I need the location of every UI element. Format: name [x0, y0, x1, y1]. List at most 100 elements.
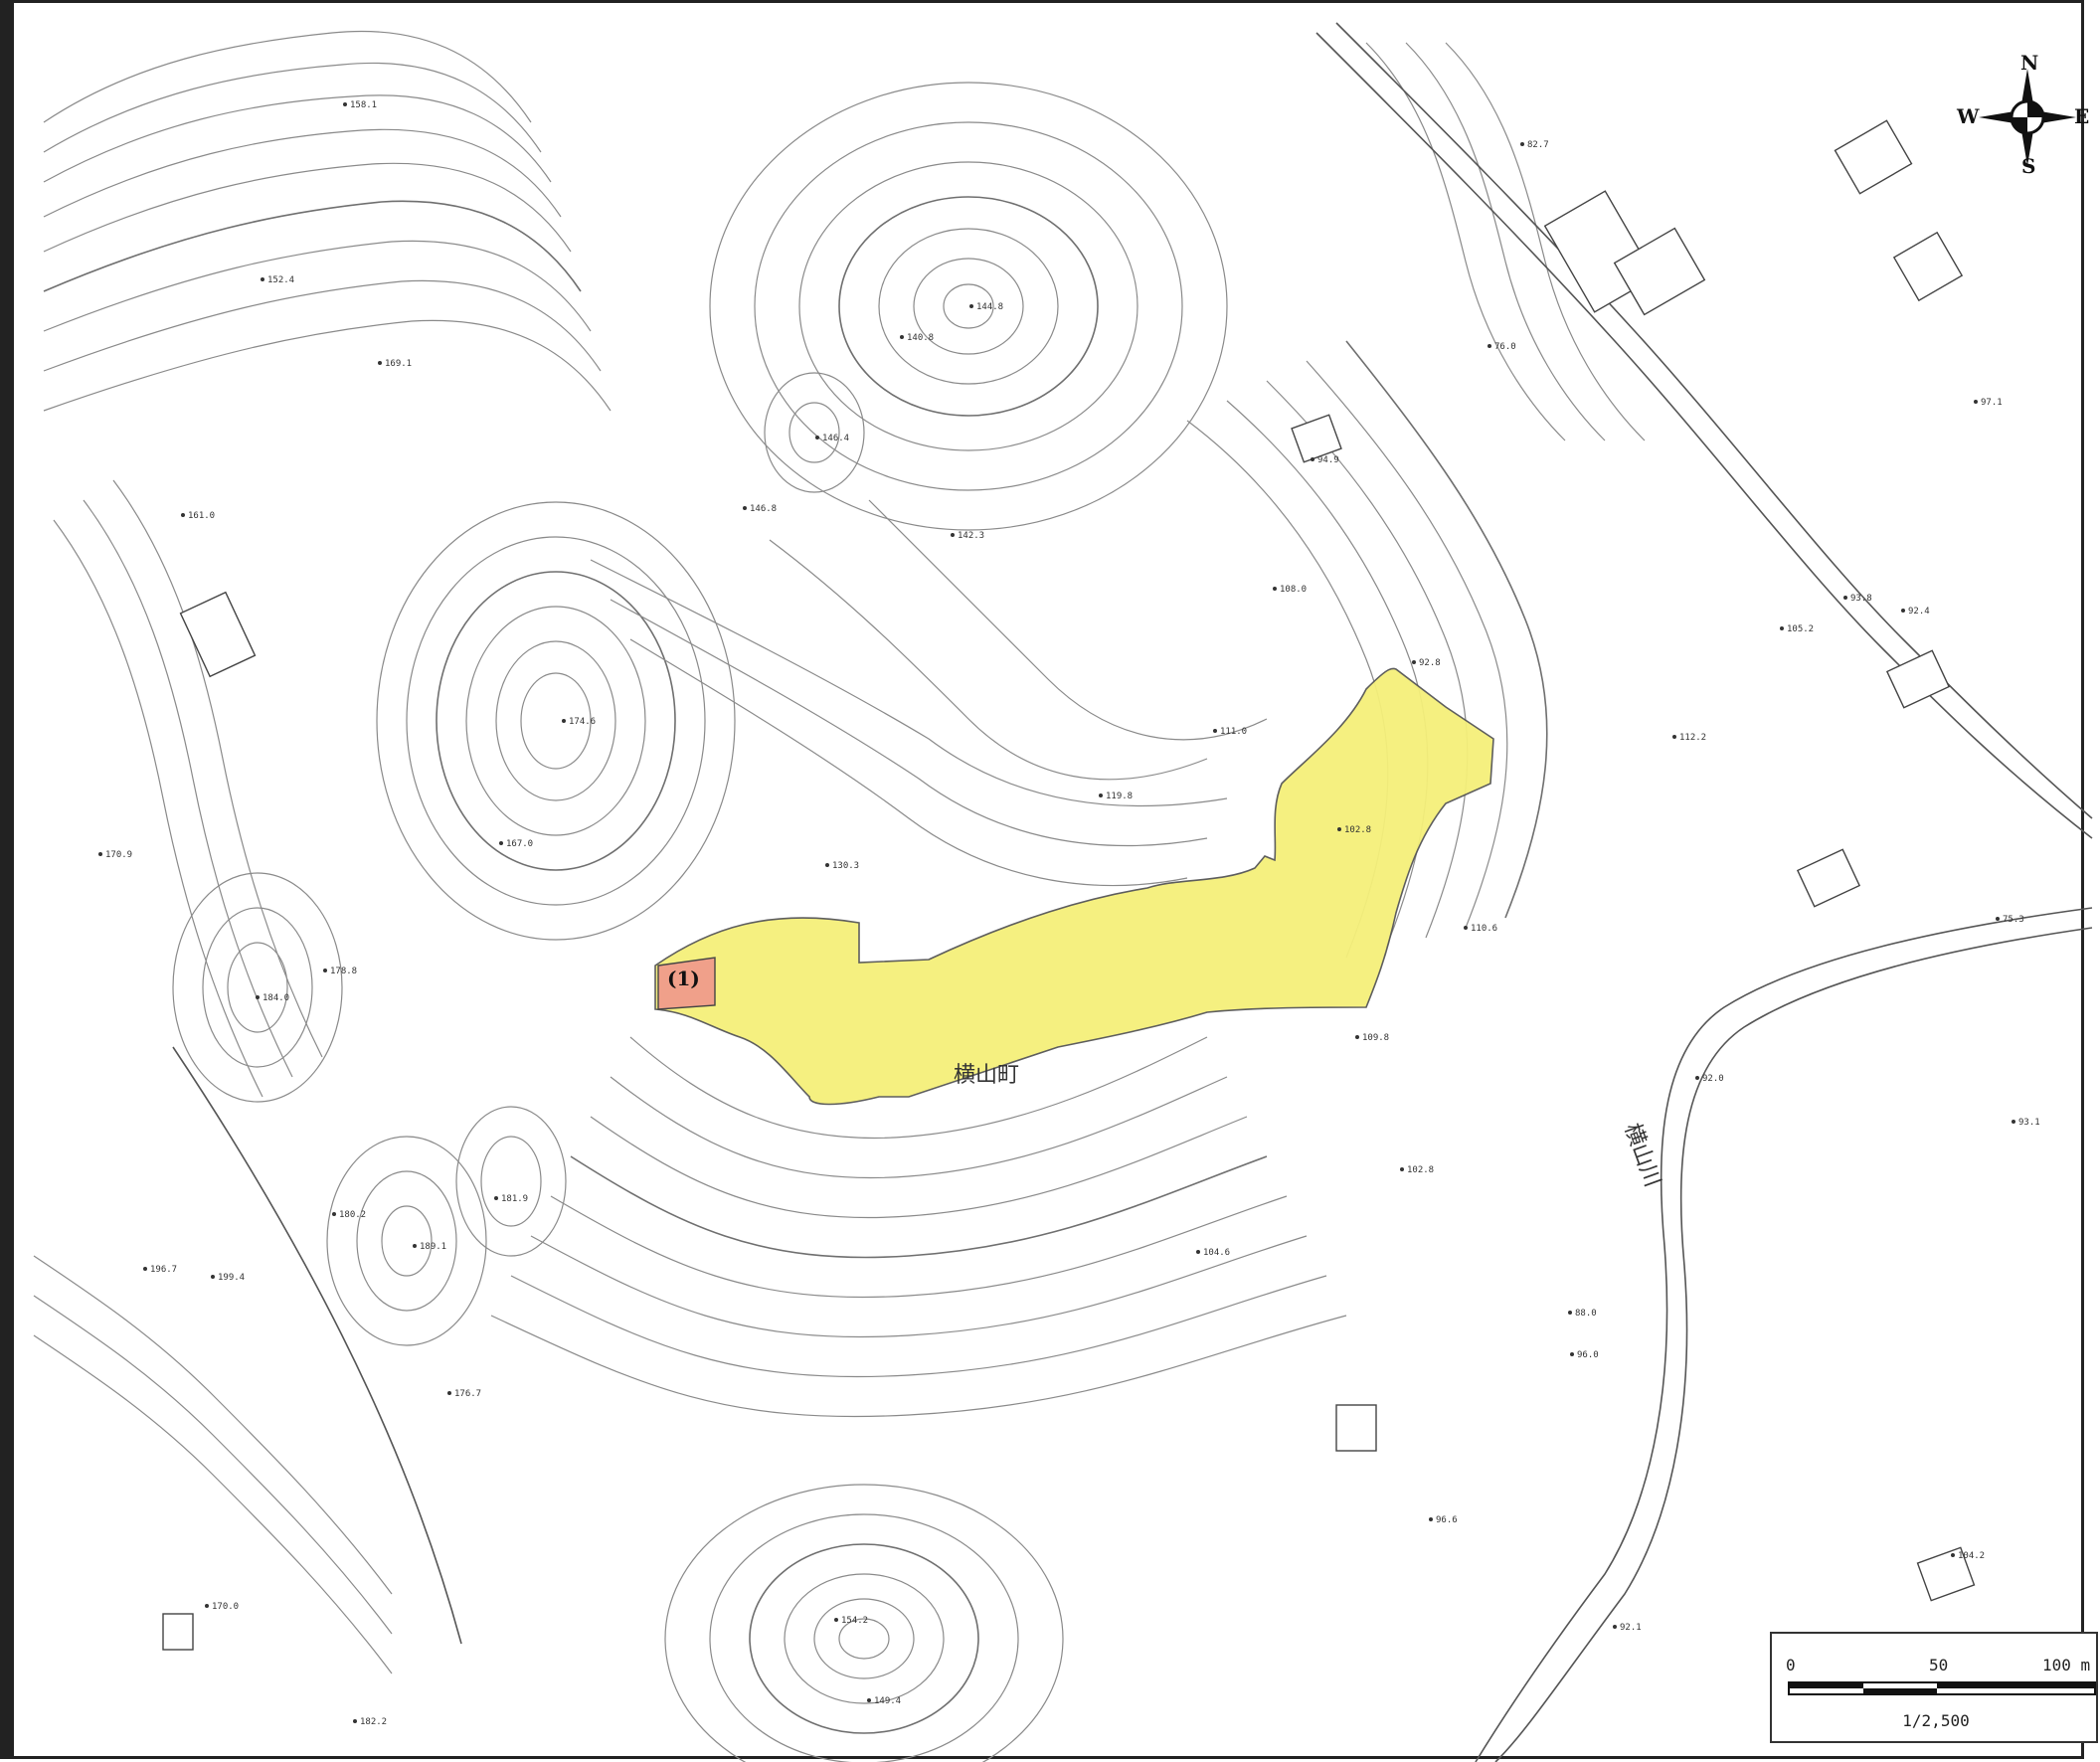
- spot-height-label: 142.3: [958, 531, 984, 541]
- scale-label-0: 0: [1786, 1656, 1796, 1674]
- spot-height-dot: [1780, 626, 1784, 630]
- spot-height-dot: [343, 102, 347, 106]
- spot-height-label: 110.6: [1471, 924, 1497, 934]
- spot-height-dot: [1843, 596, 1847, 600]
- river-name-label: 横山川: [1619, 1121, 1664, 1191]
- spot-height-label: 109.8: [1362, 1033, 1389, 1043]
- spot-height-dot: [98, 852, 102, 856]
- spot-height-label: 140.8: [907, 333, 934, 343]
- spot-height-dot: [969, 304, 973, 308]
- spot-height-label: 75.3: [2003, 915, 2024, 925]
- scale-label-50: 50: [1929, 1656, 1949, 1674]
- spot-height-label: 105.2: [1787, 624, 1814, 634]
- spot-heights: 158.1152.4169.1161.0174.6167.0170.9178.8…: [98, 100, 2040, 1727]
- compass-east: E: [2074, 104, 2090, 128]
- spot-height-dot: [743, 506, 747, 510]
- spot-height-dot: [867, 1698, 871, 1702]
- spot-height-dot: [1311, 457, 1314, 461]
- spot-height-dot: [1695, 1076, 1699, 1080]
- spot-height-dot: [1400, 1167, 1404, 1171]
- roads: [172, 22, 2093, 1762]
- spot-height-dot: [1355, 1035, 1359, 1039]
- spot-height-label: 167.0: [506, 839, 533, 849]
- spot-height-dot: [1901, 609, 1905, 613]
- spot-height-dot: [261, 277, 264, 281]
- spot-height-label: 119.8: [1106, 792, 1133, 801]
- hazard-zone-area[interactable]: [654, 667, 1494, 1106]
- spot-height-dot: [143, 1267, 147, 1271]
- spot-height-dot: [499, 841, 503, 845]
- spot-height-dot: [900, 335, 904, 339]
- spot-height-label: 149.4: [874, 1696, 901, 1706]
- scale-ratio: 1/2,500: [1902, 1711, 1970, 1730]
- spot-height-dot: [494, 1196, 498, 1200]
- compass-south: S: [2021, 154, 2036, 178]
- spot-height-dot: [1412, 660, 1416, 664]
- spot-height-dot: [205, 1604, 209, 1608]
- spot-height-dot: [1672, 735, 1676, 739]
- spot-height-label: 96.0: [1577, 1350, 1599, 1360]
- map-canvas[interactable]: (1) 横山町 横山川 158.1152.4169.1161.0174.6167…: [14, 3, 2098, 1762]
- buildings: [162, 119, 1976, 1651]
- spot-height-dot: [1570, 1352, 1574, 1356]
- spot-height-label: 88.0: [1575, 1309, 1597, 1319]
- hazard-zone[interactable]: [654, 667, 1494, 1106]
- spot-height-label: 176.7: [454, 1389, 481, 1399]
- compass-west: W: [1957, 104, 1980, 128]
- contour-lines: [33, 30, 1646, 1762]
- spot-height-label: 97.1: [1981, 398, 2003, 408]
- spot-height-dot: [1464, 926, 1468, 930]
- spot-height-dot: [332, 1212, 336, 1216]
- spot-height-label: 76.0: [1494, 342, 1516, 352]
- zone-id-label: (1): [667, 967, 700, 990]
- spot-height-dot: [1996, 917, 2000, 921]
- spot-height-label: 170.0: [212, 1602, 239, 1612]
- spot-height-label: 112.2: [1679, 733, 1706, 743]
- spot-height-dot: [1337, 827, 1341, 831]
- spot-height-dot: [1488, 344, 1491, 348]
- spot-height-label: 199.4: [218, 1273, 245, 1283]
- spot-height-label: 92.0: [1702, 1074, 1724, 1084]
- spot-height-label: 130.3: [832, 861, 859, 871]
- hazard-core-area[interactable]: [657, 957, 716, 1010]
- spot-height-dot: [1951, 1553, 1955, 1557]
- compass-rose: N S E W: [1957, 51, 2090, 180]
- spot-height-dot: [815, 436, 819, 440]
- spot-height-label: 154.2: [841, 1616, 868, 1626]
- spot-height-label: 184.0: [262, 993, 289, 1003]
- spot-height-dot: [211, 1275, 215, 1279]
- spot-height-dot: [256, 995, 260, 999]
- spot-height-label: 169.1: [385, 359, 412, 369]
- spot-height-dot: [1568, 1311, 1572, 1315]
- spot-height-label: 174.6: [569, 717, 596, 727]
- spot-height-dot: [378, 361, 382, 365]
- spot-height-label: 152.4: [267, 275, 294, 285]
- spot-height-dot: [1613, 1625, 1617, 1629]
- spot-height-label: 93.1: [2018, 1118, 2040, 1128]
- spot-height-label: 93.8: [1850, 594, 1872, 604]
- spot-height-label: 94.9: [1317, 455, 1339, 465]
- spot-height-label: 108.0: [1280, 585, 1307, 595]
- spot-height-dot: [1213, 729, 1217, 733]
- spot-height-label: 181.9: [501, 1194, 528, 1204]
- spot-height-label: 170.9: [105, 850, 132, 860]
- spot-height-dot: [1273, 587, 1277, 591]
- spot-height-label: 161.0: [188, 511, 215, 521]
- spot-height-label: 178.8: [330, 967, 357, 976]
- spot-height-dot: [1099, 793, 1103, 797]
- spot-height-dot: [447, 1391, 451, 1395]
- compass-north: N: [2020, 51, 2039, 75]
- spot-height-dot: [323, 969, 327, 972]
- spot-height-label: 182.2: [360, 1717, 387, 1727]
- scale-label-100: 100 m: [2042, 1656, 2091, 1674]
- spot-height-dot: [562, 719, 566, 723]
- spot-height-label: 96.6: [1436, 1515, 1458, 1525]
- spot-height-dot: [413, 1244, 417, 1248]
- spot-height-label: 180.2: [339, 1210, 366, 1220]
- spot-height-label: 104.6: [1203, 1248, 1230, 1258]
- spot-height-dot: [181, 513, 185, 517]
- spot-height-label: 146.8: [750, 504, 777, 514]
- spot-height-dot: [1429, 1517, 1433, 1521]
- spot-height-dot: [951, 533, 955, 537]
